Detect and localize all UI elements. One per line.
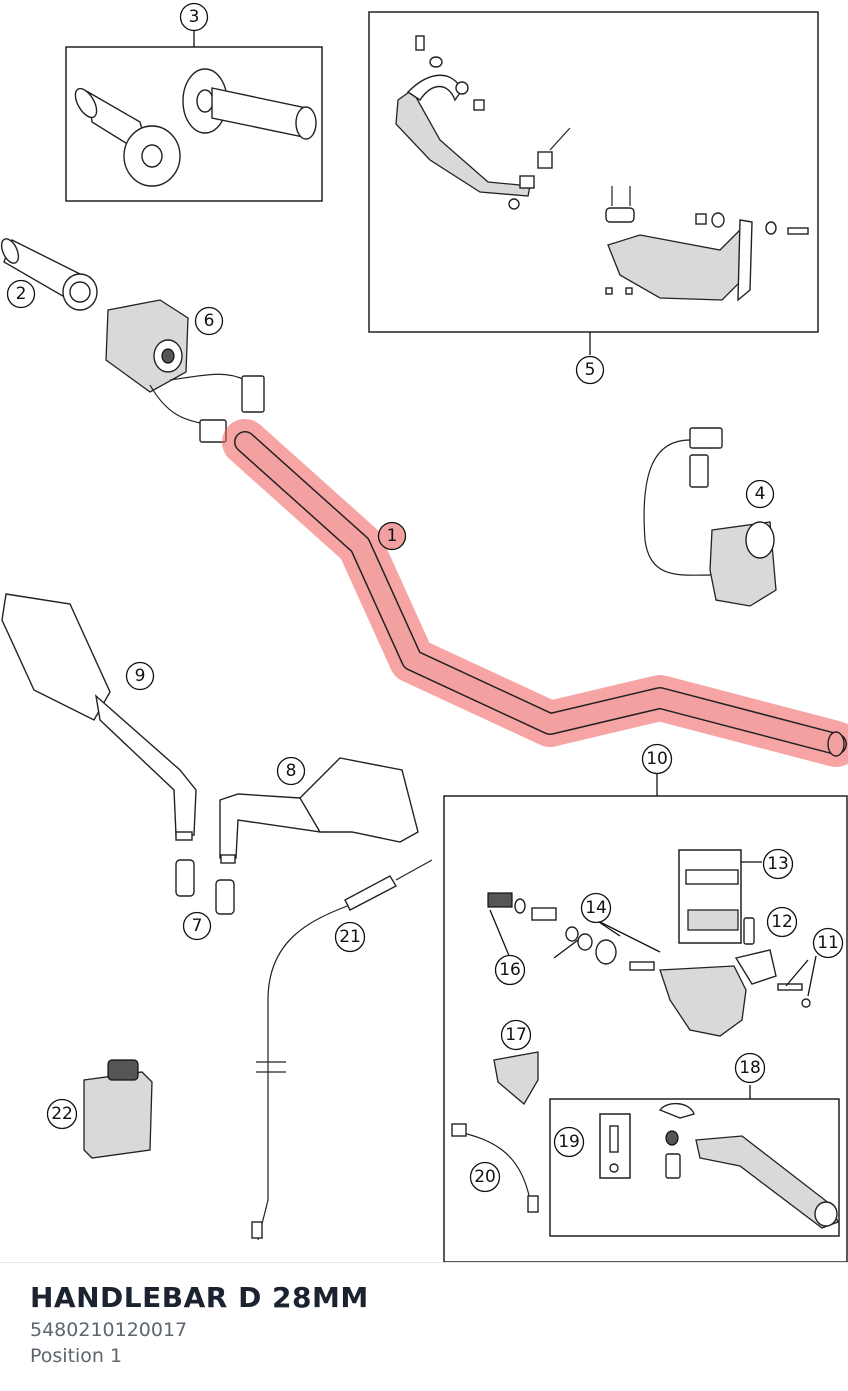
callout-1[interactable]: 1 (377, 521, 407, 551)
callout-label: 7 (192, 916, 203, 936)
callout-11[interactable]: 11 (812, 927, 844, 959)
callout-label: 11 (817, 933, 839, 953)
callout-label: 8 (286, 761, 297, 781)
callout-10[interactable]: 10 (641, 743, 673, 775)
left-switch-part[interactable] (105, 299, 265, 443)
callout-21[interactable]: 22 (46, 1098, 78, 1130)
callout-9[interactable]: 9 (125, 661, 155, 691)
callout-label: 20 (474, 1167, 496, 1187)
callout-label: 17 (505, 1025, 527, 1045)
left-mirror-part[interactable] (1, 593, 197, 841)
callout-label: 1 (387, 526, 398, 546)
callout-label: 6 (204, 311, 215, 331)
callout-label: 12 (771, 912, 793, 932)
callout-label: 16 (499, 960, 521, 980)
part-position: Position 1 (30, 1345, 123, 1367)
callout-label: 10 (646, 749, 668, 769)
handlebar-part[interactable] (222, 419, 848, 767)
grips-assembly[interactable] (65, 30, 323, 202)
callout-18[interactable]: 18 (734, 1052, 766, 1084)
callout-4[interactable]: 4 (745, 479, 775, 509)
callout-19[interactable]: 19 (553, 1126, 585, 1158)
part-info-panel: HANDLEBAR D 28MM 5480210120017 Position … (0, 1262, 848, 1391)
callout-7[interactable]: 7 (182, 911, 212, 941)
callout-label: 19 (558, 1132, 580, 1152)
callout-label: 5 (585, 360, 596, 380)
callout-8[interactable]: 8 (276, 756, 306, 786)
callout-label: 4 (755, 484, 766, 504)
callout-label: 2 (16, 284, 27, 304)
hydraulic-oil-part[interactable] (83, 1059, 153, 1159)
clutch-master-cylinder-assembly[interactable] (443, 774, 848, 1262)
callout-17[interactable]: 17 (500, 1019, 532, 1051)
callout-6[interactable]: 6 (194, 306, 224, 336)
callout-label: 22 (51, 1104, 73, 1124)
mirror-adapter-part[interactable] (175, 859, 235, 915)
callout-20[interactable]: 21 (334, 921, 366, 953)
clutch-cable-part[interactable] (251, 859, 433, 1241)
hand-guard-assembly[interactable] (368, 11, 819, 355)
right-mirror-part[interactable] (219, 757, 419, 864)
callout-label: 21 (339, 927, 361, 947)
callout-label: 13 (767, 854, 789, 874)
callout-22[interactable]: 20 (469, 1161, 501, 1193)
callout-12[interactable]: 12 (766, 906, 798, 938)
callout-label: 3 (189, 7, 200, 27)
callout-14[interactable]: 14 (580, 892, 612, 924)
callout-label: 14 (585, 898, 607, 918)
callout-5[interactable]: 5 (575, 355, 605, 385)
grip-part[interactable] (0, 236, 98, 311)
part-title: HANDLEBAR D 28MM (30, 1281, 369, 1314)
callout-13[interactable]: 13 (762, 848, 794, 880)
right-switch-part[interactable] (643, 427, 777, 607)
callout-16[interactable]: 16 (494, 954, 526, 986)
callout-3[interactable]: 3 (179, 2, 209, 32)
part-number: 5480210120017 (30, 1319, 188, 1341)
callout-label: 9 (135, 666, 146, 686)
exploded-parts-diagram: 3 2 6 5 4 1 9 10 8 13 14 12 7 21 11 16 1 (0, 2, 848, 1262)
callout-2[interactable]: 2 (6, 279, 36, 309)
callout-label: 18 (739, 1058, 761, 1078)
